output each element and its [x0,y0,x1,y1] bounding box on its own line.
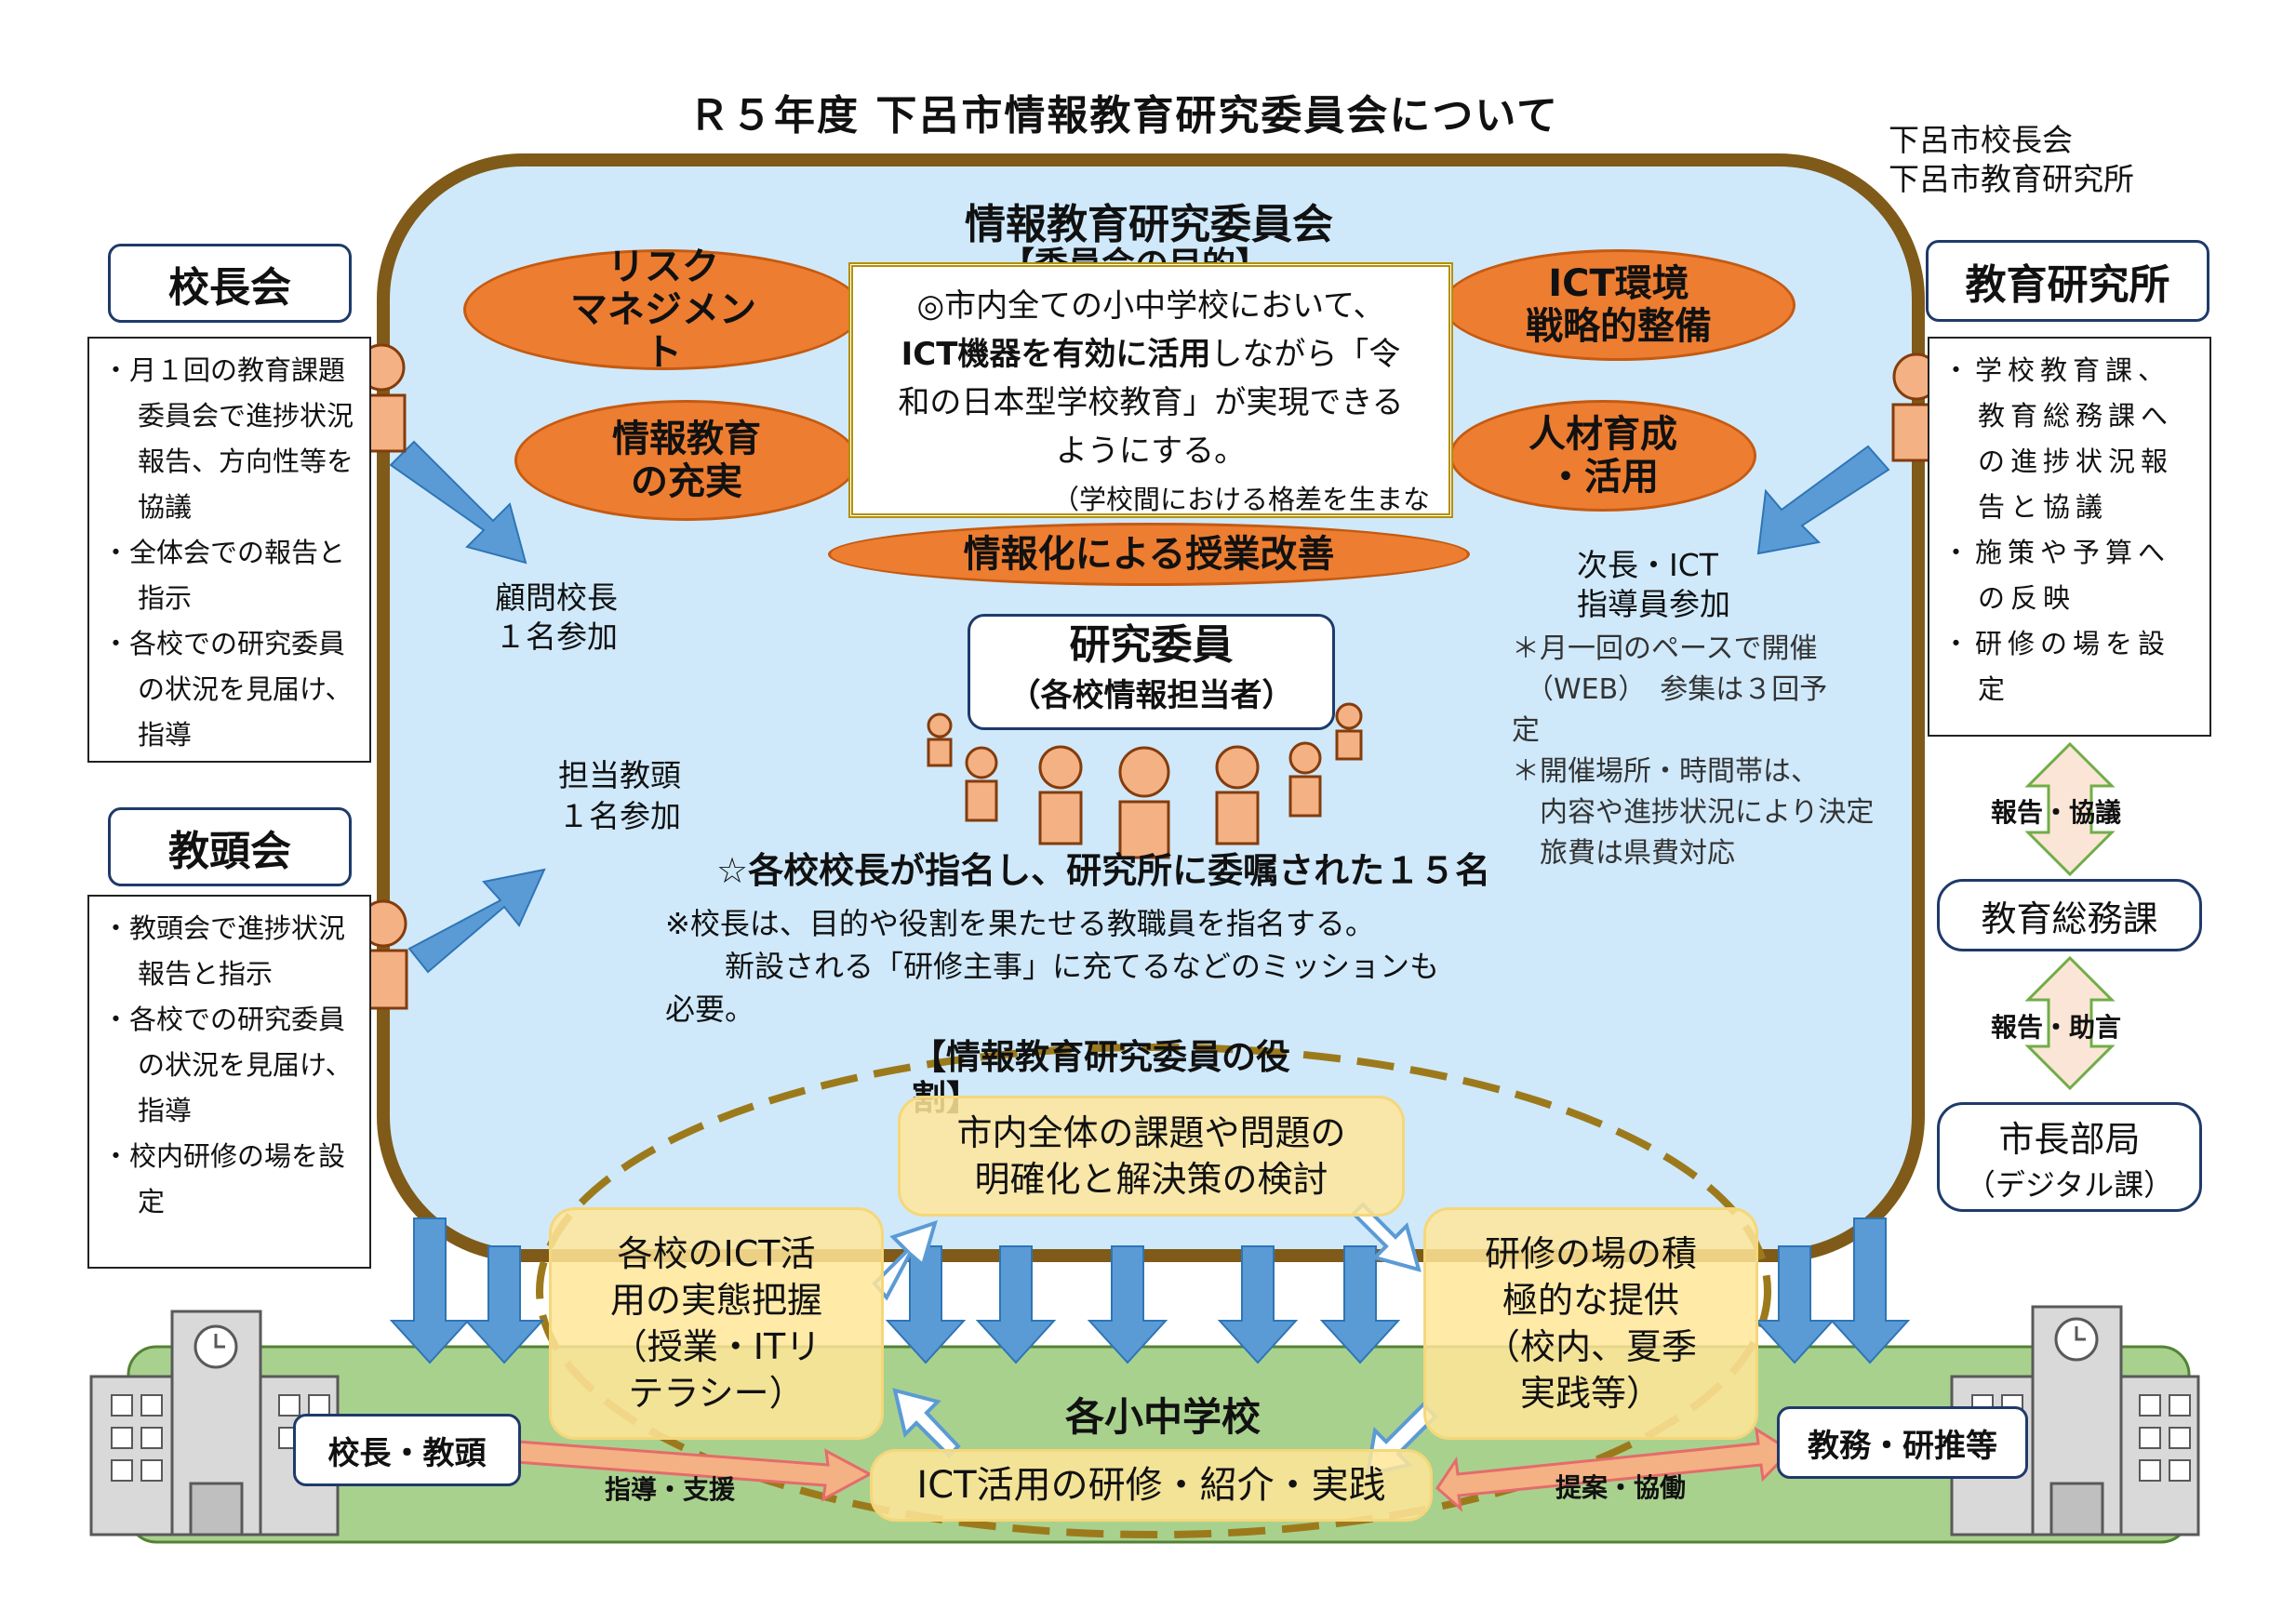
theme-human: 人材育成 ・活用 [1449,400,1756,512]
person-icon [927,712,953,767]
list-item: ・施策や予算への反映 [1942,537,2171,614]
person-icon [965,746,998,822]
purpose-line: 和の日本型学校教育」が実現できる [898,384,1404,421]
members-box: 研究委員 （各校情報担当者） [968,614,1335,730]
list-item: ・学校教育課、教育総務課への進捗状況報告と協議 [1942,354,2174,523]
institute-list: ・学校教育課、教育総務課への進捗状況報告と協議 ・施策や予算への反映 ・研修の場… [1928,337,2211,737]
person-icon [1335,702,1363,761]
vice-principals-label: 教頭会 [108,807,352,886]
list-item: ・各校での研究委員の状況を見届け、指導 [102,1004,353,1126]
person-icon [1215,745,1260,845]
purpose-line: （学校間における格差を生まな [1051,484,1430,515]
purpose-line: ◎市内全ての小中学校において、 [916,287,1385,325]
list-item: ・各校での研究委員の状況を見届け、指導 [102,628,353,751]
members-label: 研究委員 [1069,621,1234,669]
theme-lesson: 情報化による授業改善 [828,523,1470,586]
members-sub: （各校情報担当者） [1008,677,1294,714]
institute-participation: 次長・ICT 指導員参加 [1577,547,1730,622]
list-item: ・教頭会で進捗状況報告と指示 [102,912,346,990]
theme-ict-env: ICT環境 戦略的整備 [1442,249,1795,361]
vice-principals-list: ・教頭会で進捗状況報告と指示 ・各校での研究委員の状況を見届け、指導 ・校内研修… [87,895,371,1269]
page-title: Ｒ５年度 下呂市情報教育研究委員会について [688,92,1559,140]
role-city-issues: 市内全体の課題や問題の 明確化と解決策の検討 [898,1096,1405,1217]
school-tag-left: 校長・教頭 [293,1414,521,1486]
list-item: ・全体会での報告と指示 [102,537,346,614]
principal-participation: 顧問校長 １名参加 [495,579,618,655]
participation-arrows [389,440,1890,974]
vice-principal-participation: 担当教頭 １名参加 [558,757,681,834]
committee-name: 情報教育研究委員会 [965,201,1333,248]
role-school-survey: 各校のICT活 用の実態把握 （授業・ITリ テラシー） [549,1207,884,1440]
principals-label: 校長会 [108,244,352,323]
general-affairs-label: 教育総務課 [1937,879,2202,951]
mayor-office-label: 市長部局 （デジタル課） [1937,1102,2202,1212]
members-appointment: ☆各校校長が指名し、研究所に委嘱された１５名 [716,850,1491,891]
person-icons [356,343,1942,1010]
arrow-label-report-consult: 報告・協議 [1991,797,2122,828]
purpose-line: ようにする。 [1055,432,1247,470]
person-icon [1118,746,1170,859]
arrow-label-guidance: 指導・支援 [605,1474,736,1505]
person-icon [1288,741,1322,818]
role-cycle-arrows [872,1202,1438,1477]
list-item: ・月１回の教育課題委員会で進捗状況報告、方向性等を協議 [102,354,354,523]
members-note: ※校長は、目的や役割を果たせる教職員を指名する。 新設される「研修主事」に充てる… [665,906,1440,1027]
list-item: ・研修の場を設定 [1942,628,2171,705]
principals-list: ・月１回の教育課題委員会で進捗状況報告、方向性等を協議 ・全体会での報告と指示 … [87,337,371,763]
purpose-line-emphasis: ICT機器を有効に活用しながら「令 [901,336,1401,373]
role-ict-practice: ICT活用の研修・紹介・実践 [870,1449,1433,1522]
meeting-notes: ＊月一回のペースで開催 （WEB） 参集は３回予 定 ＊開催場所・時間帯は、 内… [1512,632,1875,870]
schools-label: 各小中学校 [1064,1394,1261,1440]
theme-info-edu: 情報教育 の充実 [514,400,859,521]
organizer-institute: 下呂市教育研究所 [1889,161,2134,197]
role-training: 研修の場の積 極的な提供 （校内、夏季 実践等） [1423,1207,1758,1440]
roles-heading: 【情報教育研究委員の役 割】 [912,1037,1290,1118]
down-arrows [389,1217,1911,1364]
right-double-arrows [2024,741,2116,1091]
school-tag-right: 教務・研推等 [1777,1406,2028,1479]
arrow-label-report-advice: 報告・助言 [1991,1012,2122,1043]
person-icon [1038,745,1083,845]
roles-ellipse [536,1044,1771,1538]
purpose-box: ◎市内全ての小中学校において、 ICT機器を有効に活用しながら「令 和の日本型学… [848,262,1453,518]
list-item: ・校内研修の場を設定 [102,1140,346,1217]
organizer-principals: 下呂市校長会 [1889,122,2073,158]
theme-risk: リスク マネジメン ト [463,246,863,374]
institute-label: 教育研究所 [1926,240,2209,322]
arrow-label-proposal: 提案・協働 [1555,1472,1687,1503]
